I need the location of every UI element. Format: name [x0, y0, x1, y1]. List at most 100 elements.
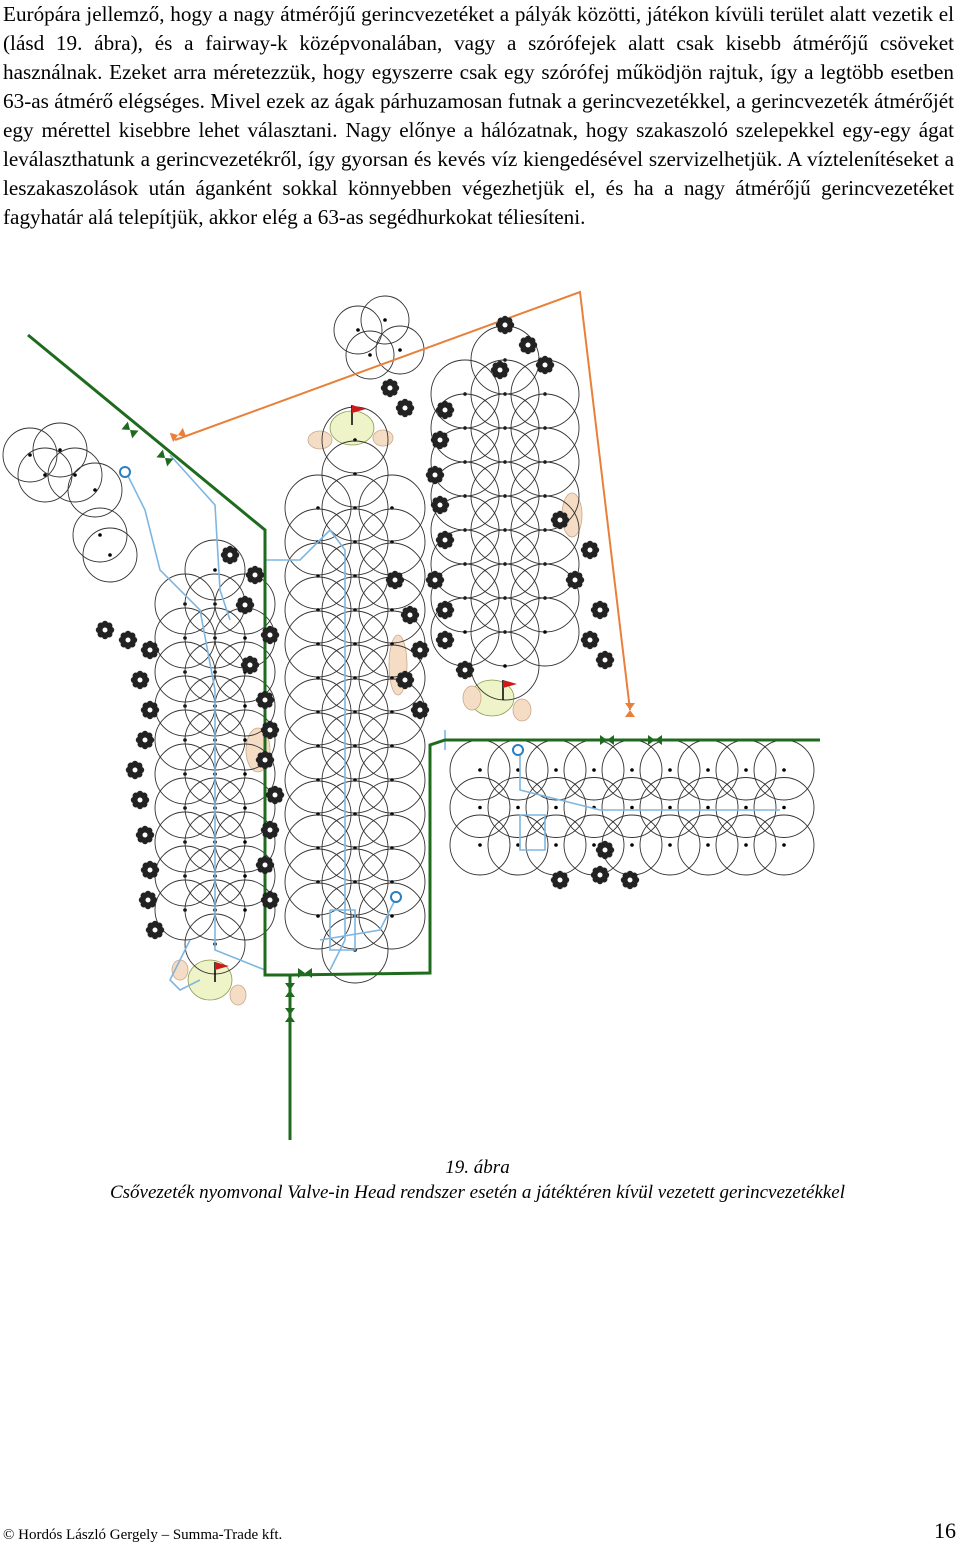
tree-leaf — [266, 857, 273, 864]
tree-center — [441, 536, 449, 544]
tree-center — [406, 611, 414, 619]
tree-icon — [518, 335, 538, 355]
sprinkler-dot-icon — [554, 805, 558, 810]
branch-pipe — [319, 899, 396, 941]
tree-center — [431, 471, 439, 479]
sprinkler-dot-icon — [478, 843, 482, 847]
tree-center — [251, 571, 259, 579]
flag-icon — [351, 405, 366, 425]
tree-center — [266, 726, 274, 734]
tree-icon — [455, 660, 475, 680]
tree-center — [441, 636, 449, 644]
tree-icon — [435, 600, 455, 620]
tree-leaf — [129, 632, 136, 639]
sprinkler-coverage-circle — [525, 777, 587, 838]
sprinkler-dot-icon — [668, 805, 672, 810]
sprinkler-dot-icon — [744, 768, 748, 772]
branch-pipe — [265, 528, 346, 971]
tree-icon — [410, 640, 430, 660]
tree-center — [436, 501, 444, 509]
tree-leaf — [391, 380, 398, 387]
sprinkler-dot-icon — [554, 768, 558, 772]
tree-icon — [490, 360, 510, 380]
tree-center — [416, 646, 424, 654]
tree-center — [586, 546, 594, 554]
tree-center — [601, 656, 609, 664]
tree-leaf — [601, 602, 608, 609]
tree-icon — [260, 890, 280, 910]
sprinkler-dot-icon — [554, 843, 558, 847]
sprinkler-coverage-circle — [753, 777, 815, 838]
tree-icon — [425, 465, 445, 485]
sprinkler-dot-icon — [243, 874, 247, 878]
tree-icon — [425, 570, 445, 590]
tree-leaf — [606, 652, 613, 659]
sprinkler-dot-icon — [744, 843, 748, 847]
sprinkler-coverage-circle — [47, 447, 103, 503]
tree-icon — [265, 785, 285, 805]
irrigation-plan-figure — [2, 290, 820, 1140]
tree-leaf — [271, 722, 278, 729]
sprinkler-coverage-circle — [82, 527, 138, 583]
sprinkler-coverage-circle — [487, 777, 549, 838]
tree-icon — [255, 750, 275, 770]
sprinkler-dot-icon — [782, 805, 786, 810]
tree-leaf — [546, 357, 553, 364]
sprinkler-coverage-circle — [67, 462, 123, 518]
tree-leaf — [231, 547, 238, 554]
branch-pipe — [169, 939, 201, 991]
tree-leaf — [446, 602, 453, 609]
tree-leaf — [441, 432, 448, 439]
tree-icon — [95, 620, 115, 640]
valve-bowtie-icon — [121, 421, 139, 439]
tree-icon — [138, 890, 158, 910]
tree-icon — [118, 630, 138, 650]
tree-center — [261, 756, 269, 764]
sprinkler-dot-icon — [516, 805, 520, 810]
tree-leaf — [411, 607, 418, 614]
sprinkler-dot-icon — [668, 768, 672, 772]
sprinkler-dot-icon — [706, 843, 710, 847]
sprinkler-dot-icon — [782, 843, 786, 847]
bunker — [462, 685, 482, 711]
tree-leaf — [149, 892, 156, 899]
sprinkler-dot-icon — [243, 772, 247, 776]
tree-icon — [125, 760, 145, 780]
tree-icon — [435, 630, 455, 650]
sprinkler-coverage-circle — [358, 882, 426, 950]
tree-leaf — [146, 732, 153, 739]
green — [187, 959, 233, 1001]
tree-icon — [580, 630, 600, 650]
tree-icon — [595, 650, 615, 670]
valve-bowtie-icon — [625, 703, 635, 717]
tree-icon — [565, 570, 585, 590]
tree-leaf — [421, 702, 428, 709]
tree-center — [626, 876, 634, 884]
tree-icon — [260, 720, 280, 740]
tree-leaf — [266, 692, 273, 699]
tree-center — [441, 406, 449, 414]
sprinkler-coverage-circle — [677, 777, 739, 838]
tree-leaf — [631, 872, 638, 879]
tree-center — [541, 361, 549, 369]
tree-center — [556, 876, 564, 884]
sprinkler-coverage-circle — [639, 814, 701, 876]
tree-icon — [255, 690, 275, 710]
sprinkler-dot-icon — [592, 768, 596, 772]
tree-center — [571, 576, 579, 584]
sprinkler-coverage-circle — [345, 330, 395, 380]
sprinkler-dot-icon — [73, 473, 77, 477]
tree-leaf — [141, 792, 148, 799]
bunker — [512, 698, 532, 722]
tree-icon — [395, 670, 415, 690]
tree-center — [124, 636, 132, 644]
valve-bowtie-icon — [298, 968, 312, 978]
tree-icon — [130, 670, 150, 690]
sprinkler-dot-icon — [390, 914, 394, 918]
tree-icon — [580, 540, 600, 560]
tree-leaf — [606, 842, 613, 849]
sprinkler-dot-icon — [668, 843, 672, 847]
hydrant-layer — [119, 466, 524, 903]
tree-icon — [130, 790, 150, 810]
